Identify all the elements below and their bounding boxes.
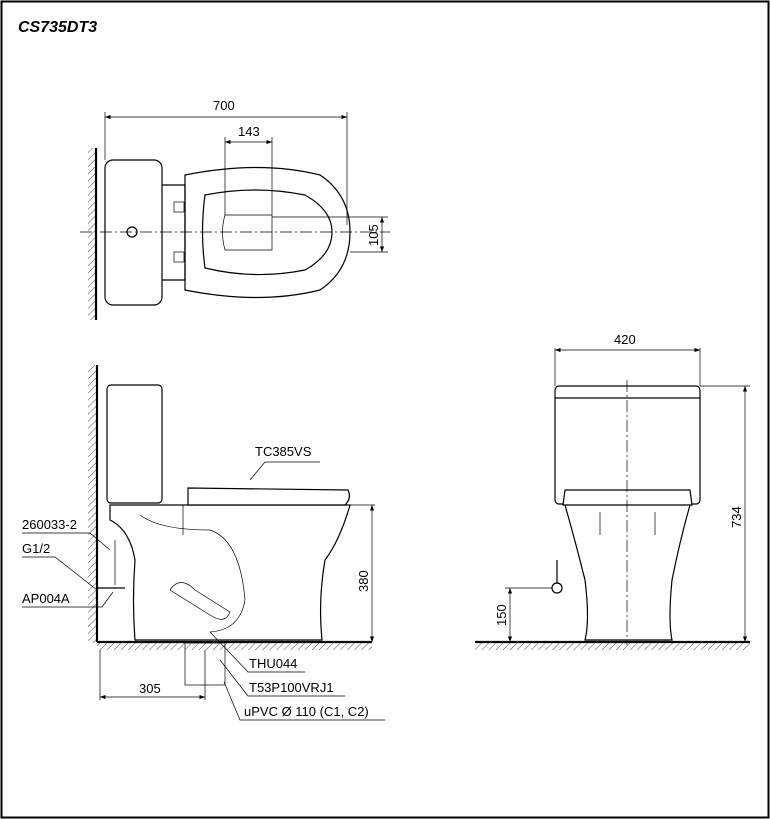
label-drain-connector: T53P100VRJ1 (249, 680, 334, 695)
dim-305: 305 (139, 681, 161, 696)
side-view: 380 305 TC385VS 260033-2 G1/2 AP004A THU… (22, 365, 385, 721)
label-seat: TC385VS (255, 444, 312, 459)
label-flange: THU044 (249, 656, 297, 671)
label-thread: G1/2 (22, 541, 50, 556)
dim-143: 143 (238, 124, 260, 139)
dim-105: 105 (366, 224, 381, 246)
dim-150: 150 (494, 604, 509, 626)
dim-380: 380 (356, 570, 371, 592)
top-view: 700 143 105 (80, 98, 390, 320)
model-title: CS735DT3 (18, 19, 97, 36)
label-pipe: uPVC Ø 110 (C1, C2) (244, 704, 369, 719)
front-view: 420 734 150 (475, 332, 750, 650)
label-valve: AP004A (22, 591, 70, 606)
dim-734: 734 (729, 506, 744, 528)
dim-420: 420 (614, 332, 636, 347)
dim-700: 700 (213, 98, 235, 113)
label-hose: 260033-2 (22, 517, 77, 532)
